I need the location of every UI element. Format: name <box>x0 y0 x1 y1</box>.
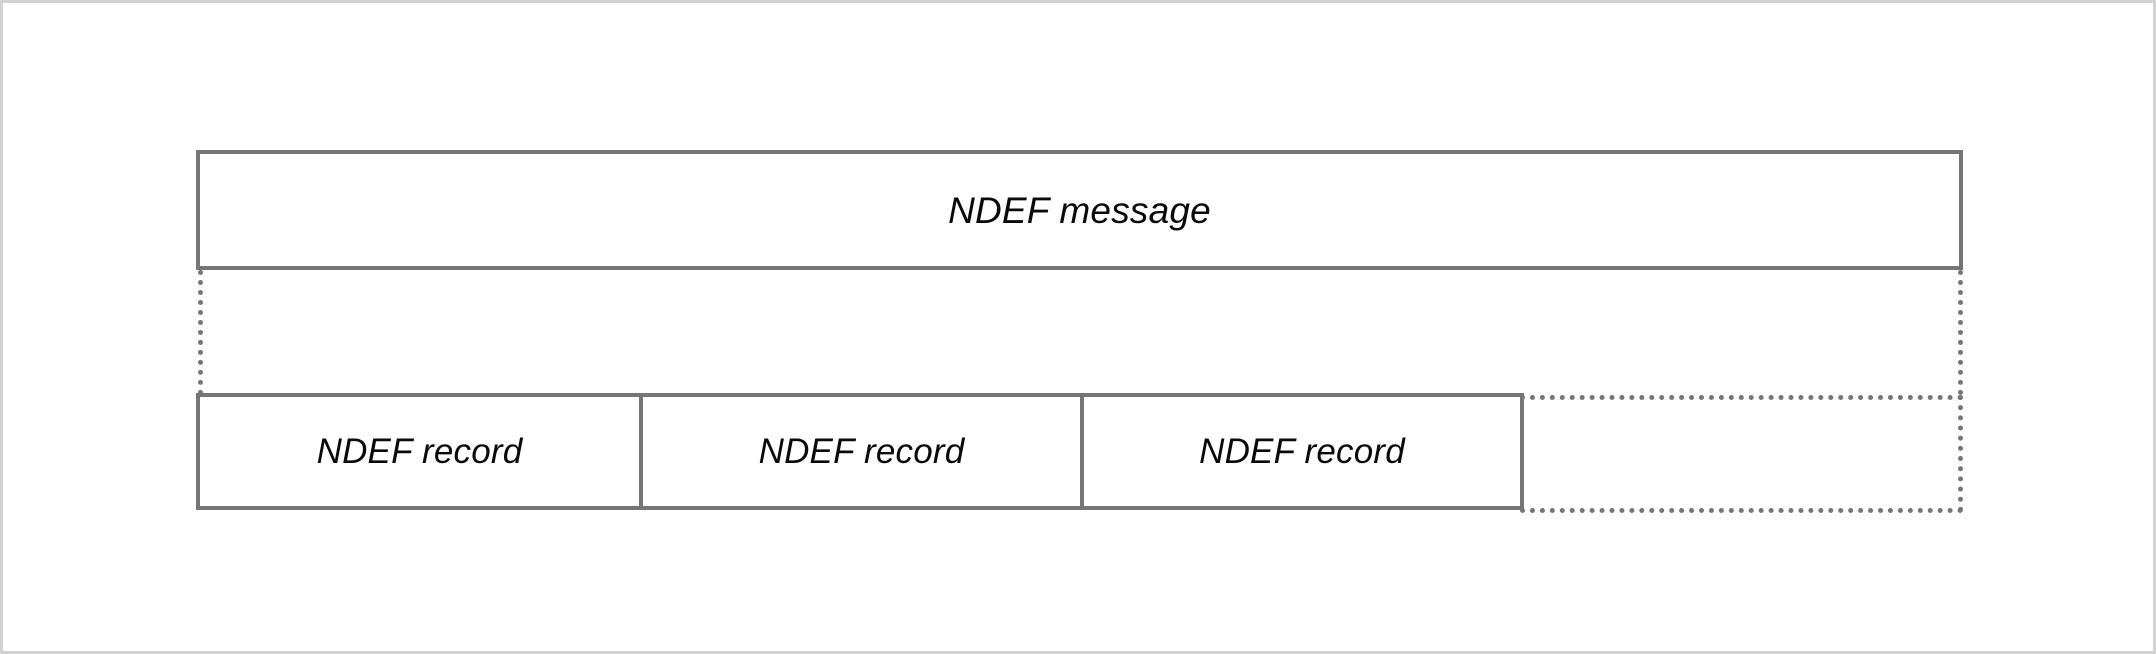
ndef-record-continuation-placeholder <box>1520 393 1963 513</box>
continuation-right-dotted-edge <box>1958 395 1963 512</box>
connector-left-dotted-line <box>198 270 203 395</box>
ndef-record-label-2: NDEF record <box>758 432 965 471</box>
ndef-record-label-1: NDEF record <box>316 432 523 471</box>
connector-right-dotted-line <box>1958 270 1963 395</box>
ndef-message-box: NDEF message <box>196 150 1963 270</box>
ndef-record-box-2: NDEF record <box>639 393 1084 510</box>
ndef-record-box-3: NDEF record <box>1080 393 1524 510</box>
ndef-record-box-1: NDEF record <box>196 393 643 510</box>
ndef-record-label-3: NDEF record <box>1199 432 1405 471</box>
ndef-message-label: NDEF message <box>948 189 1211 231</box>
continuation-top-dotted-edge <box>1520 395 1963 400</box>
ndef-record-row: NDEF record NDEF record NDEF record <box>196 393 1963 513</box>
continuation-bottom-dotted-edge <box>1520 508 1963 513</box>
